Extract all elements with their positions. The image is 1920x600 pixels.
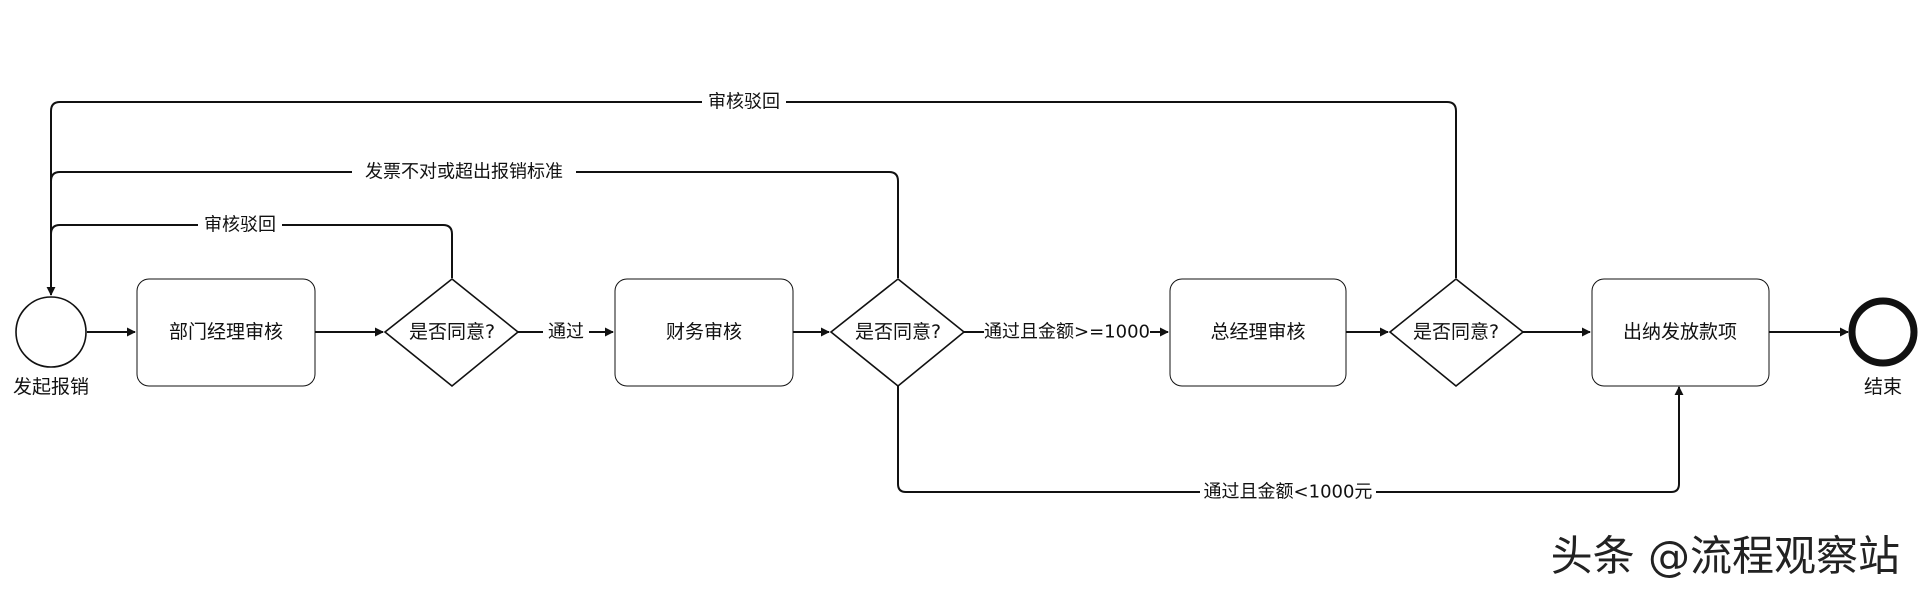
connectors — [46, 101, 1849, 493]
decision-1: 是否同意? — [383, 277, 520, 388]
decision-3: 是否同意? — [1388, 277, 1525, 388]
task-cashier: 出纳发放款项 — [1591, 278, 1770, 387]
edge-decision1-reject-to-start — [50, 224, 453, 278]
decision-2: 是否同意? — [829, 277, 966, 388]
task-finance-review: 财务审核 — [614, 278, 794, 387]
task-cashier-label: 出纳发放款项 — [1623, 321, 1737, 343]
edge-labels: 审核驳回 发票不对或超出报销标准 审核驳回 通过 通过且金额>=1000 通过且… — [198, 90, 1376, 504]
edge-decision2-to-cashier-low — [897, 386, 1684, 493]
edge-label-pass-ge-1000: 通过且金额>=1000 — [984, 322, 1150, 343]
edge-label-pass-lt-1000: 通过且金额<1000元 — [1204, 482, 1373, 503]
decision-2-label: 是否同意? — [855, 321, 941, 343]
edge-decision3-reject-to-start — [46, 101, 1457, 296]
start-label: 发起报销 — [13, 376, 89, 398]
edge-label-reject-dept: 审核驳回 — [204, 215, 276, 236]
task-dept-review: 部门经理审核 — [136, 278, 316, 387]
decision-3-label: 是否同意? — [1413, 321, 1499, 343]
task-gm-review-label: 总经理审核 — [1210, 321, 1305, 343]
task-gm-review: 总经理审核 — [1169, 278, 1347, 387]
end-circle — [1848, 297, 1918, 367]
start-circle — [15, 296, 87, 368]
end-label: 结束 — [1864, 376, 1902, 398]
end-event: 结束 — [1848, 297, 1918, 398]
edge-label-invoice-issue: 发票不对或超出报销标准 — [365, 162, 563, 183]
decision-1-label: 是否同意? — [409, 321, 495, 343]
start-event: 发起报销 — [13, 296, 89, 398]
nodes: 发起报销 部门经理审核 是否同意? 财务审核 是否同意? 总经理审核 — [13, 277, 1918, 398]
edge-label-pass: 通过 — [548, 322, 584, 343]
task-finance-review-label: 财务审核 — [666, 321, 742, 343]
watermark-text: 头条 @流程观察站 — [1551, 532, 1900, 581]
edge-decision2-invoice-to-start — [50, 171, 899, 278]
edge-label-reject-top: 审核驳回 — [708, 92, 780, 113]
task-dept-review-label: 部门经理审核 — [169, 321, 283, 343]
